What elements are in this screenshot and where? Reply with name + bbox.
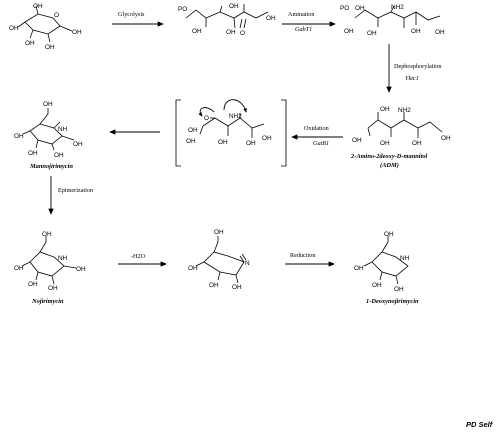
oh-label: OH <box>72 29 82 36</box>
mannojirimycin-structure: OH NH OH OH OH OH Mannojirimycin <box>14 101 83 170</box>
amination-label: Amination <box>288 11 314 18</box>
carbonyl-oxygen: O <box>240 30 245 37</box>
oh-label: OH <box>188 265 198 272</box>
amino-ketone-intermediate: O NH2 OH OH OH OH OH <box>175 99 287 167</box>
dephosphorylation-step: Dephosphorylation Yktc1 <box>386 44 441 93</box>
oh-label: OH <box>232 284 242 291</box>
oh-label: OH <box>218 139 228 146</box>
oh-label: OH <box>262 135 272 142</box>
oh-label: OH <box>354 265 364 272</box>
glucose-structure: O OH OH OH OH OH <box>9 3 82 51</box>
oh-label: OH <box>186 138 196 145</box>
oh-label: OH <box>394 286 404 293</box>
oh-label: OH <box>246 140 256 147</box>
oh-label: OH <box>384 231 394 238</box>
glycolysis-step: Glycolysis <box>112 11 164 27</box>
oh-label: OH <box>54 152 64 159</box>
oh-label: OH <box>214 229 224 236</box>
oxidation-step: Oxidation GutB1 <box>291 125 343 147</box>
oh-label: OH <box>380 140 390 147</box>
reduction-label: Reduction <box>290 252 315 259</box>
nojirimycin-name: Nojirimycin <box>31 298 64 305</box>
oh-label: OH <box>352 137 362 144</box>
epimerization-label: Epimerization <box>58 187 93 194</box>
oh-label: OH <box>33 3 43 10</box>
glycolysis-label: Glycolysis <box>118 11 145 18</box>
oh-label: OH <box>14 133 24 140</box>
oxidation-label: Oxidation <box>304 125 329 132</box>
oh-label: OH <box>45 44 55 51</box>
oh-label: OH <box>367 30 377 37</box>
adm-phosphate-structure: PO OH NH2 OH OH OH OH <box>340 4 445 37</box>
oh-label: OH <box>229 3 239 10</box>
oh-label: OH <box>266 15 276 22</box>
oh-label: OH <box>14 265 24 272</box>
dephosphorylation-label: Dephosphorylation <box>394 63 441 70</box>
carbonyl-oxygen: O <box>204 115 209 122</box>
oh-label: OH <box>412 140 422 147</box>
dehydration-step: -H2O <box>118 253 167 267</box>
oh-label: OH <box>73 141 83 148</box>
oh-label: OH <box>192 28 202 35</box>
oh-label: OH <box>372 282 382 289</box>
dehydration-label: -H2O <box>131 253 146 260</box>
mannojirimycin-name: Mannojirimycin <box>29 163 73 170</box>
adm-name: 2-Amino-2deoxy-D-mannitol <box>350 153 428 160</box>
oh-label: OH <box>188 127 198 134</box>
imine-n-label: N <box>245 260 250 267</box>
amination-step: Amination GabT1 <box>282 11 336 33</box>
oh-label: OH <box>28 281 38 288</box>
oh-label: OH <box>441 135 451 142</box>
phosphate-label: PO <box>340 5 349 12</box>
nh2-label: NH2 <box>229 113 242 120</box>
oh-label: OH <box>209 282 219 289</box>
oh-label: OH <box>9 25 19 32</box>
ring-oxygen: O <box>54 12 59 19</box>
oh-label: OH <box>28 150 38 157</box>
nh-label: NH <box>58 126 68 133</box>
oh-label: OH <box>380 106 390 113</box>
reduction-step: Reduction <box>285 252 335 267</box>
fructose-6-phosphate-structure: PO OH OH OH O OH <box>178 3 276 37</box>
credit-label: PD Self <box>466 420 494 429</box>
epimerization-step: Epimerization <box>48 176 93 215</box>
adm-structure: OH NH2 OH OH OH OH 2-Amino-2deoxy-D-mann… <box>350 106 451 169</box>
deoxynojirimycin-name: 1-Deoxynojirimycin <box>366 298 419 305</box>
nh2-label: NH2 <box>398 107 411 114</box>
oh-label: OH <box>344 28 354 35</box>
deoxynojirimycin-structure: OH NH OH OH OH 1-Deoxynojirimycin <box>354 231 419 305</box>
oh-label: OH <box>76 266 86 273</box>
nh2-label: NH2 <box>391 4 404 11</box>
oh-label: OH <box>42 231 52 238</box>
oh-label: OH <box>43 101 53 108</box>
nh-label: NH <box>58 255 68 262</box>
imine-intermediate-structure: OH N OH OH OH <box>188 229 250 291</box>
amination-enzyme: GabT1 <box>295 26 312 33</box>
nh-label: NH <box>400 255 410 262</box>
oh-label: OH <box>48 285 58 292</box>
dephosphorylation-enzyme: Yktc1 <box>405 75 419 82</box>
nojirimycin-structure: OH NH OH OH OH OH Nojirimycin <box>14 231 86 305</box>
oh-label: OH <box>435 29 445 36</box>
phosphate-label: PO <box>178 6 187 13</box>
adm-abbrev: (ADM) <box>380 162 399 169</box>
oh-label: OH <box>25 40 35 47</box>
oxidation-enzyme: GutB1 <box>313 140 329 147</box>
oh-label: OH <box>355 5 365 12</box>
oh-label: OH <box>411 28 421 35</box>
oh-label: OH <box>226 29 236 36</box>
